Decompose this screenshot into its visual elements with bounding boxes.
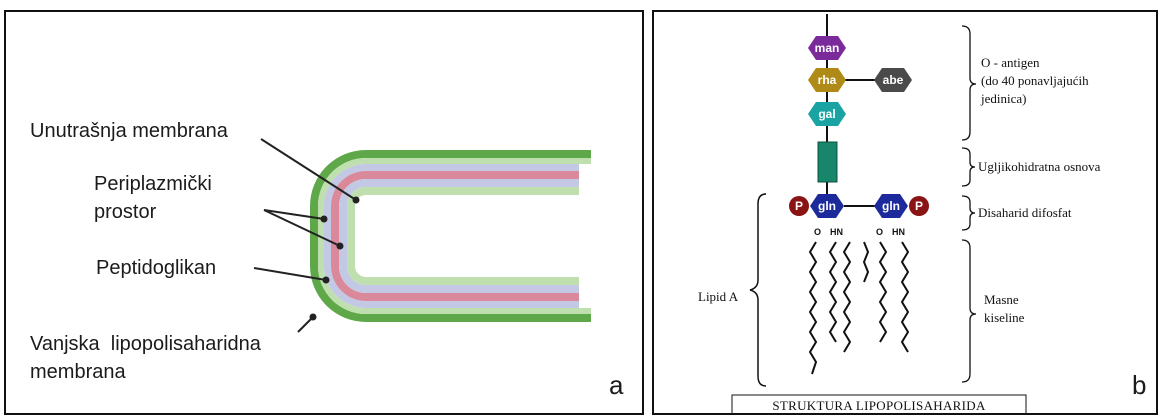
leader-line-outer-membrane: [297, 316, 314, 333]
label-lipid-a: Lipid A: [698, 289, 739, 304]
sugar-man: man: [808, 36, 846, 60]
brace-disaccharide: [961, 195, 976, 231]
gln-left-hexagon-shape: [810, 194, 844, 218]
leader-dot-peptidoglycan: [322, 276, 330, 284]
label-inner-membrane: Unutrašnja membrana: [30, 120, 229, 142]
membrane-diagram-svg: Unutrašnja membrana Periplazmički prosto…: [30, 120, 624, 400]
fatty-acid-chain-3: [842, 241, 852, 353]
atom-hn-left: HN: [830, 227, 843, 237]
leader-line-peptidoglycan: [253, 267, 327, 281]
man-hexagon-shape: [808, 36, 846, 60]
fatty-acid-chain-4: [878, 241, 888, 343]
sugar-rha-label: rha: [818, 73, 837, 87]
lavender-inner-layer: [339, 179, 579, 293]
abe-hexagon-shape: [874, 68, 912, 92]
atom-hn-right: HN: [892, 227, 905, 237]
fatty-acid-chain-1: [808, 241, 818, 375]
label-periplasmic-line1: Periplazmički: [94, 173, 212, 195]
sugar-rha: rha: [808, 68, 846, 92]
sugar-abe: abe: [874, 68, 912, 92]
sugar-gln-left: gln: [810, 194, 844, 218]
leader-dot-inner-membrane: [352, 196, 360, 204]
leader-dot-periplasmic-1: [320, 215, 328, 223]
panel-a-membrane-diagram: Unutrašnja membrana Periplazmički prosto…: [4, 10, 644, 415]
core-oligosaccharide-block: [817, 141, 838, 183]
leader-line-periplasmic-1: [263, 209, 325, 220]
atom-o-right: O: [876, 227, 883, 237]
leader-dot-outer-membrane: [309, 313, 317, 321]
phosphate-left: P: [789, 196, 809, 216]
sugar-man-label: man: [815, 41, 840, 55]
phosphate-right: P: [909, 196, 929, 216]
leader-line-inner-membrane: [260, 138, 357, 201]
phosphate-right-label: P: [915, 199, 923, 213]
sugar-abe-label: abe: [883, 73, 904, 87]
gal-hexagon-shape: [808, 102, 846, 126]
brace-o-antigen: [961, 25, 977, 141]
gln-right-label: gln: [882, 199, 900, 213]
rha-hexagon-shape: [808, 68, 846, 92]
title-box: [731, 394, 1027, 413]
panel-letter-b: b: [1132, 370, 1146, 400]
phosphate-left-label: P: [795, 199, 803, 213]
leader-dot-periplasmic-2: [336, 242, 344, 250]
sugar-gal: gal: [808, 102, 846, 126]
label-o-antigen-line3: jedinica): [980, 91, 1026, 106]
brace-core: [961, 147, 976, 187]
lps-structure-svg: man rha abe gal P gln gln: [698, 14, 1146, 413]
brace-fatty-acids: [961, 239, 977, 383]
sugar-gln-right: gln: [874, 194, 908, 218]
label-disaccharide: Disaharid difosfat: [978, 205, 1072, 220]
fatty-acid-chain-2: [828, 241, 838, 343]
atom-o-left: O: [814, 227, 821, 237]
leader-line-periplasmic-2: [263, 209, 341, 247]
inner-membrane-layer: [347, 187, 579, 285]
gln-left-label: gln: [818, 199, 836, 213]
fatty-acid-chain-6: [862, 241, 870, 283]
fatty-acid-chain-5: [900, 241, 910, 353]
panel-b-lps-structure: man rha abe gal P gln gln: [652, 10, 1158, 415]
label-core: Ugljikohidratna osnova: [978, 159, 1101, 174]
label-periplasmic-line2: prostor: [94, 201, 157, 223]
label-outer-membrane-line2: membrana: [30, 361, 126, 383]
diagram-title: STRUKTURA LIPOPOLISAHARIDA: [772, 398, 986, 413]
lipid-a-brace: [749, 193, 767, 387]
label-peptidoglycan: Peptidoglikan: [96, 257, 216, 279]
label-fatty-acids-line1: Masne: [984, 292, 1019, 307]
gln-right-hexagon-shape: [874, 194, 908, 218]
label-fatty-acids-line2: kiseline: [984, 310, 1025, 325]
panel-letter-a: a: [609, 370, 624, 400]
label-outer-membrane-line1: Vanjska lipopolisaharidna: [30, 333, 262, 355]
label-o-antigen-line2: (do 40 ponavljajućih: [981, 73, 1089, 88]
sugar-gal-label: gal: [818, 107, 835, 121]
label-o-antigen-line1: O - antigen: [981, 55, 1040, 70]
